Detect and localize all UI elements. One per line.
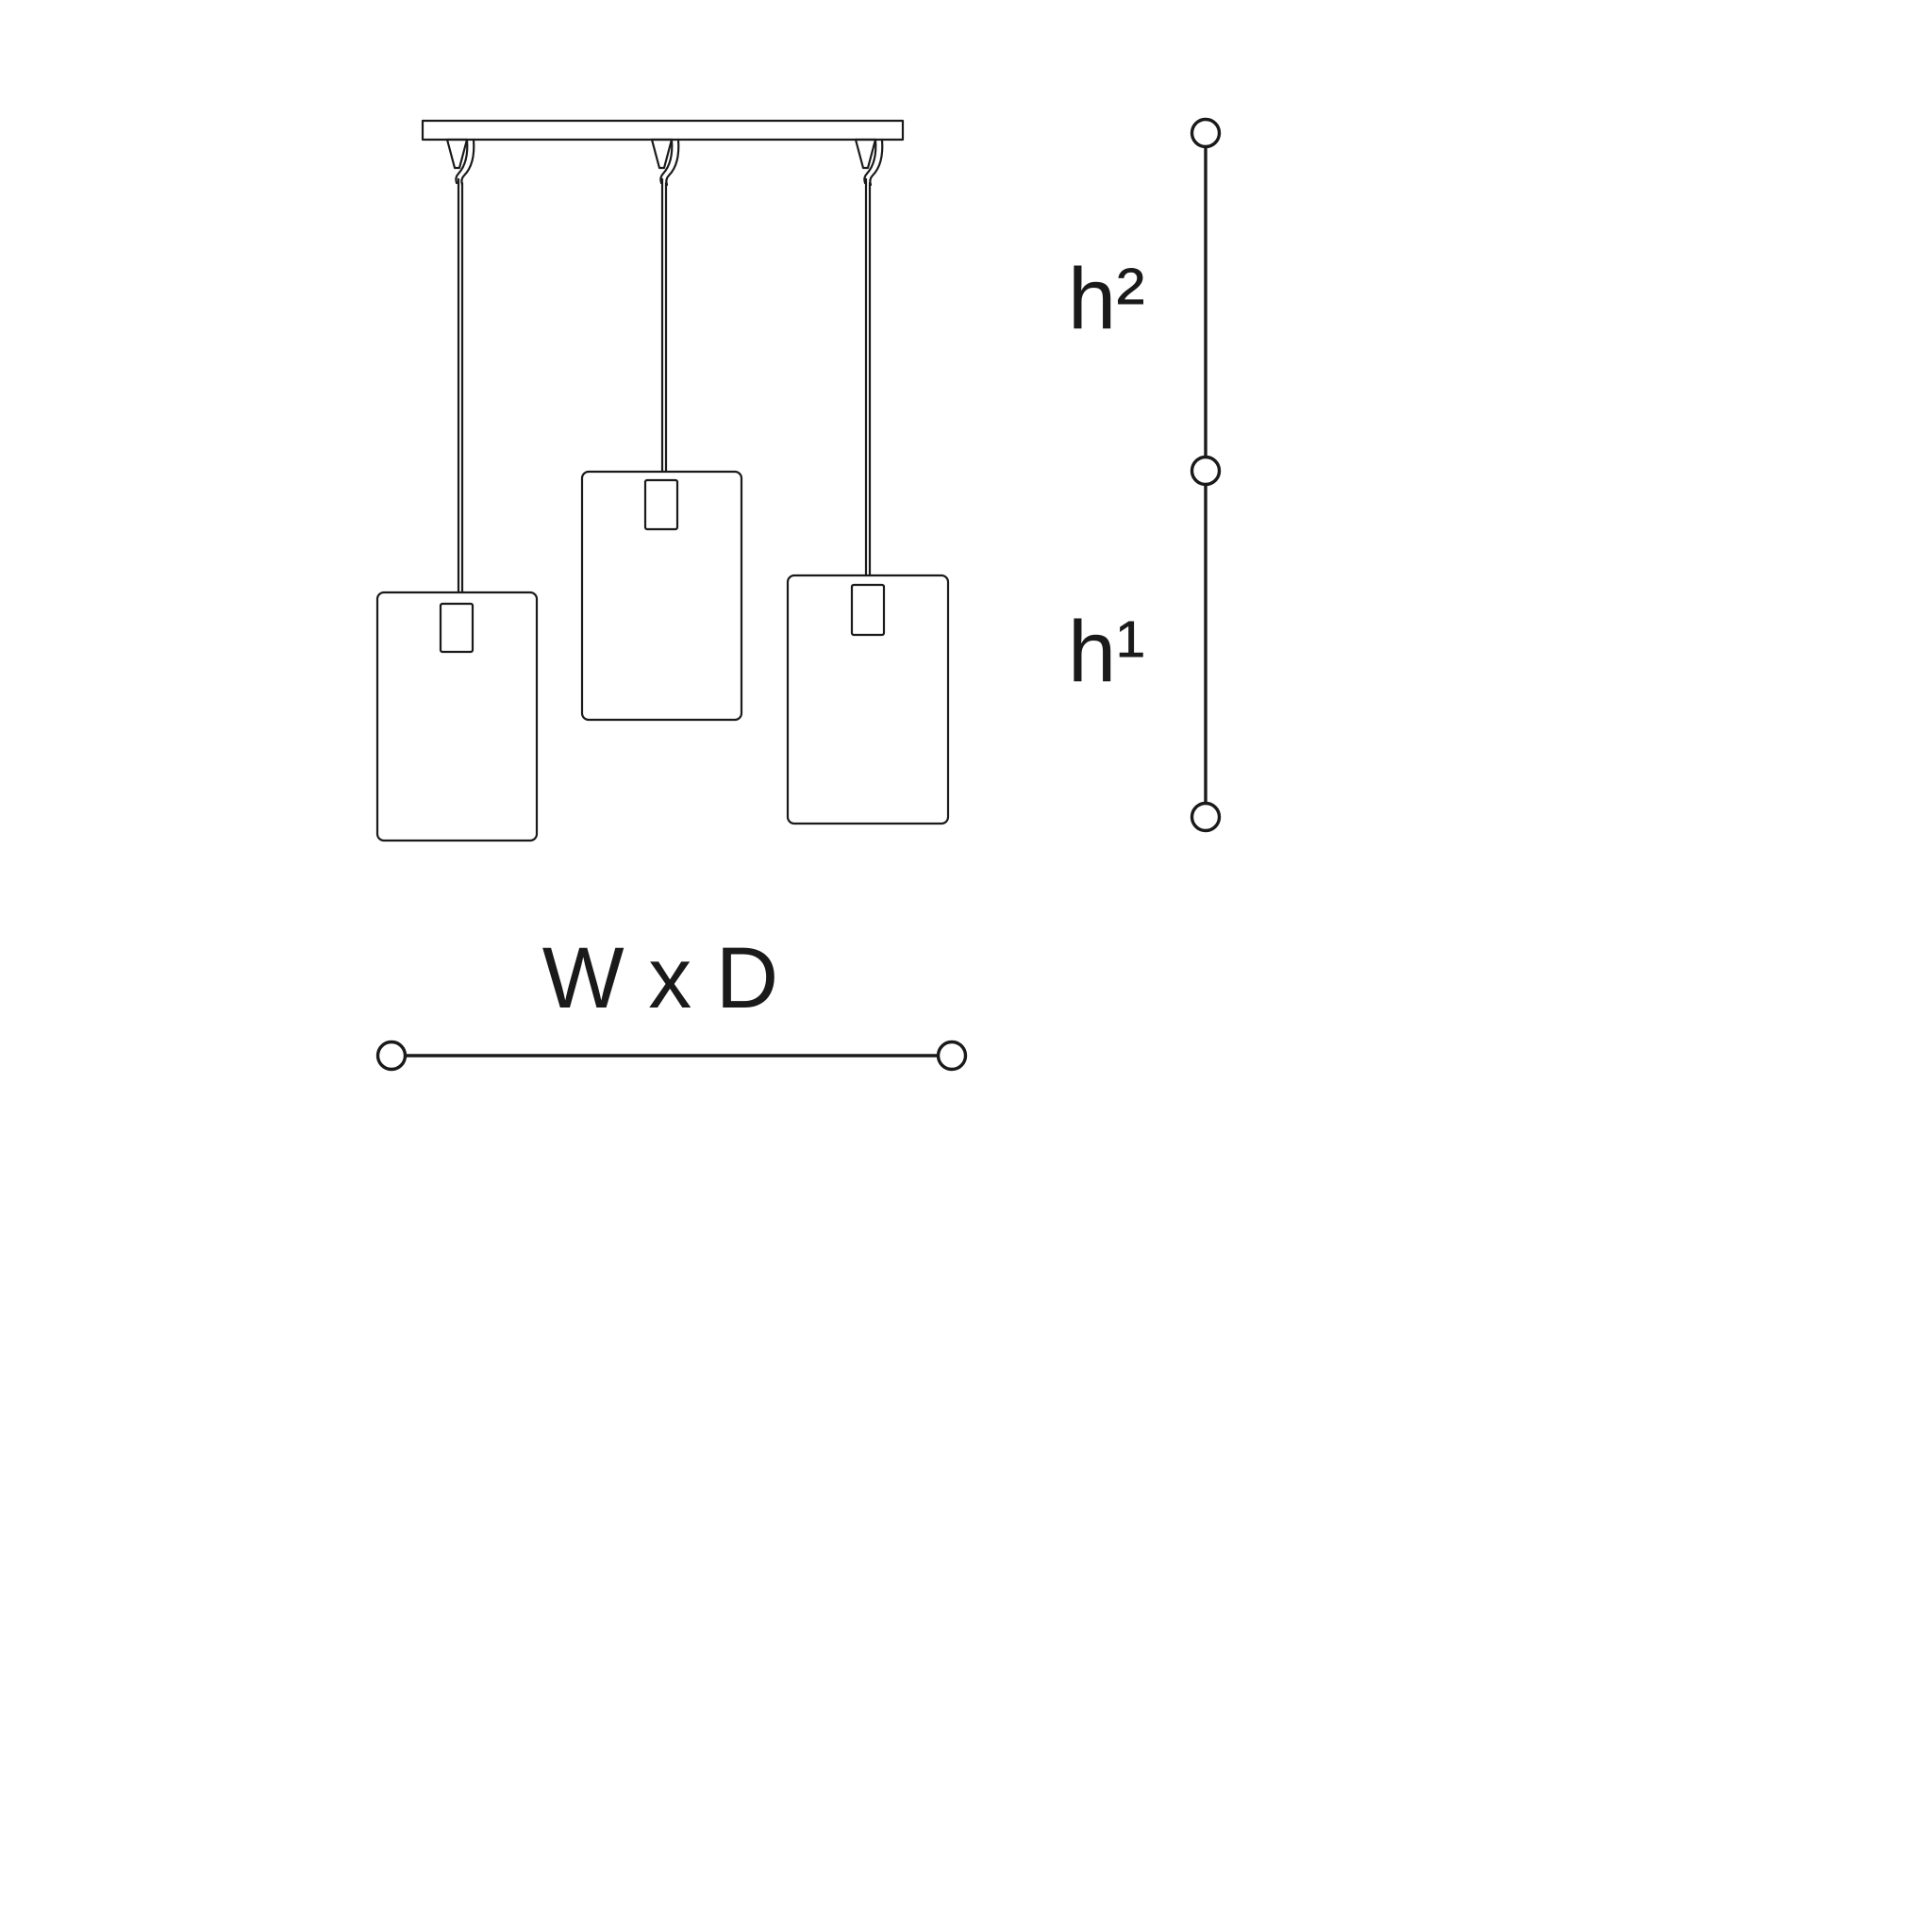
pendant-right bbox=[786, 138, 950, 825]
dimension-endpoint-top bbox=[1190, 117, 1222, 149]
dimension-endpoint-left bbox=[375, 1040, 408, 1072]
cord-connector-right bbox=[854, 138, 877, 170]
ceiling-canopy bbox=[421, 119, 905, 142]
height-dimension bbox=[1190, 117, 1222, 833]
cord-loop-middle bbox=[659, 138, 680, 187]
pendant-middle bbox=[580, 138, 743, 722]
pendant-left bbox=[375, 138, 539, 842]
dimension-endpoint-right bbox=[936, 1040, 968, 1072]
cord-connector-middle bbox=[650, 138, 674, 170]
dimension-endpoint-middle bbox=[1190, 455, 1222, 487]
label-h1: h¹ bbox=[1068, 604, 1145, 700]
shade-left bbox=[375, 591, 539, 842]
cord-connector-left bbox=[445, 138, 469, 170]
width-dimension bbox=[375, 1040, 968, 1072]
lamp-socket-left bbox=[439, 602, 475, 654]
cord-loop-right bbox=[863, 138, 884, 187]
shade-right bbox=[786, 574, 950, 825]
shade-middle bbox=[580, 470, 743, 722]
cord-loop-left bbox=[455, 138, 475, 187]
lamp-socket-right bbox=[850, 583, 886, 637]
label-h2: h² bbox=[1068, 251, 1145, 347]
label-w-x-d: W x D bbox=[542, 930, 778, 1026]
lamp-socket-middle bbox=[643, 478, 679, 531]
dimension-endpoint-bottom bbox=[1190, 801, 1222, 833]
